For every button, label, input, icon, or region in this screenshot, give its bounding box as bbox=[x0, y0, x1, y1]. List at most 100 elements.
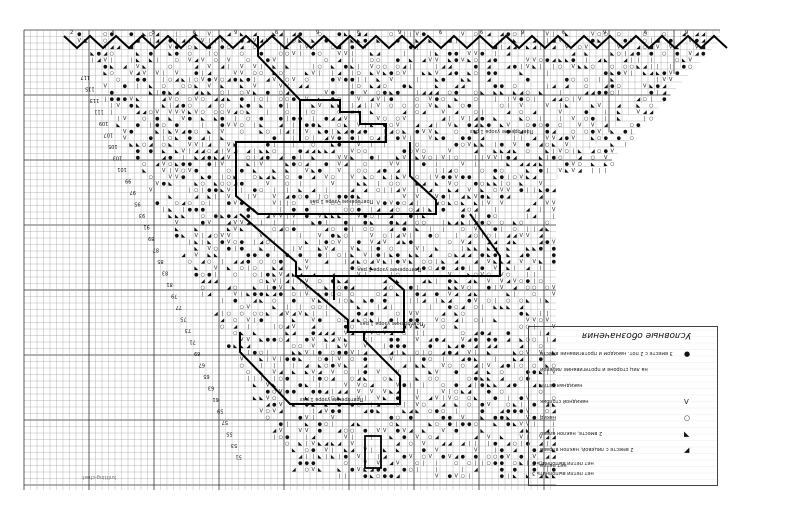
stitch-symbol: ○ bbox=[649, 103, 653, 109]
stitch-symbol: ○ bbox=[331, 45, 335, 51]
stitch-symbol: V bbox=[188, 58, 192, 64]
stitch-symbol: | bbox=[208, 38, 210, 44]
stitch-symbol: ◢ bbox=[220, 64, 224, 70]
stitch-symbol: ◢ bbox=[441, 441, 445, 447]
stitch-symbol: ● bbox=[305, 123, 310, 129]
stitch-symbol: V bbox=[266, 383, 270, 389]
repeat-count: 3 bbox=[111, 30, 114, 36]
stitch-symbol: ◣ bbox=[584, 51, 588, 57]
stitch-symbol: | bbox=[221, 298, 223, 304]
row-number: 93 bbox=[139, 212, 145, 218]
repeat-count: 6 bbox=[562, 30, 565, 36]
stitch-symbol: | bbox=[273, 363, 275, 369]
stitch-symbol: V bbox=[539, 181, 543, 187]
stitch-symbol: ◢ bbox=[701, 45, 705, 51]
stitch-symbol: ◣ bbox=[344, 32, 348, 38]
stitch-symbol: ◣ bbox=[272, 175, 276, 181]
stitch-symbol: | bbox=[527, 214, 529, 220]
stitch-symbol: V bbox=[279, 389, 283, 395]
stitch-symbol: V bbox=[448, 454, 452, 460]
stitch-symbol: ● bbox=[389, 71, 394, 77]
stitch-symbol: ○ bbox=[630, 136, 634, 142]
stitch-symbol: ○ bbox=[103, 32, 107, 38]
stitch-symbol: ○ bbox=[305, 77, 309, 83]
stitch-symbol: V bbox=[442, 428, 446, 434]
stitch-symbol: ◢ bbox=[292, 32, 296, 38]
stitch-symbol: ● bbox=[266, 253, 271, 259]
stitch-symbol: ◣ bbox=[298, 188, 302, 194]
stitch-symbol: ◢ bbox=[292, 331, 296, 337]
stitch-symbol: ◣ bbox=[350, 64, 354, 70]
stitch-symbol: ● bbox=[350, 129, 355, 135]
stitch-symbol: ◢ bbox=[305, 149, 309, 155]
stitch-symbol: ◢ bbox=[539, 448, 543, 454]
stitch-symbol: V bbox=[552, 136, 556, 142]
stitch-symbol: ● bbox=[363, 220, 368, 226]
stitch-symbol: ○ bbox=[617, 84, 621, 90]
stitch-symbol: ○ bbox=[545, 409, 549, 415]
stitch-symbol: ◣ bbox=[363, 376, 367, 382]
stitch-symbol: | bbox=[273, 142, 275, 148]
stitch-symbol: ◣ bbox=[461, 77, 465, 83]
stitch-symbol: ◢ bbox=[331, 337, 335, 343]
stitch-symbol: ◢ bbox=[519, 305, 523, 311]
stitch-symbol: ○ bbox=[240, 305, 244, 311]
stitch-symbol: ◣ bbox=[357, 305, 361, 311]
stitch-symbol: | bbox=[312, 311, 314, 317]
stitch-symbol: | bbox=[358, 350, 360, 356]
stitch-symbol: ○ bbox=[539, 389, 543, 395]
legend-label: 3 вместе с 2 пот. накидом и протягивание… bbox=[540, 350, 673, 356]
stitch-symbol: ◣ bbox=[402, 240, 406, 246]
stitch-symbol: ◢ bbox=[701, 32, 705, 38]
stitch-symbol: V bbox=[351, 175, 355, 181]
stitch-symbol: | bbox=[325, 454, 327, 460]
stitch-symbol: ○ bbox=[467, 402, 471, 408]
stitch-symbol: ○ bbox=[467, 461, 471, 467]
repeat-note: Повторение узора 1 раз bbox=[470, 128, 534, 134]
stitch-symbol: V bbox=[572, 136, 576, 142]
stitch-symbol: ◢ bbox=[552, 58, 556, 64]
stitch-symbol: ● bbox=[675, 71, 680, 77]
stitch-symbol: ○ bbox=[383, 64, 387, 70]
stitch-symbol: V bbox=[175, 129, 179, 135]
stitch-symbol: V bbox=[565, 45, 569, 51]
stitch-symbol: V bbox=[221, 38, 225, 44]
stitch-symbol: ◢ bbox=[175, 90, 179, 96]
stitch-symbol: V bbox=[474, 51, 478, 57]
stitch-symbol: | bbox=[384, 97, 386, 103]
stitch-symbol: ● bbox=[168, 38, 173, 44]
stitch-symbol: ● bbox=[181, 162, 186, 168]
stitch-symbol: ◣ bbox=[610, 129, 614, 135]
stitch-symbol: ● bbox=[331, 363, 336, 369]
stitch-symbol: V bbox=[409, 324, 413, 330]
stitch-symbol: ● bbox=[253, 292, 258, 298]
stitch-symbol: | bbox=[540, 45, 542, 51]
stitch-symbol: ◣ bbox=[435, 246, 439, 252]
stitch-symbol: ● bbox=[701, 51, 706, 57]
stitch-symbol: V bbox=[487, 259, 491, 265]
stitch-symbol: ○ bbox=[461, 474, 465, 480]
stitch-symbol: ◢ bbox=[285, 194, 289, 200]
stitch-symbol: ◢ bbox=[506, 51, 510, 57]
stitch-symbol: V bbox=[260, 409, 264, 415]
stitch-symbol: ◢ bbox=[344, 129, 348, 135]
stitch-symbol: ◢ bbox=[246, 149, 250, 155]
stitch-symbol: ● bbox=[318, 422, 323, 428]
stitch-symbol: ● bbox=[292, 194, 297, 200]
repeat-count: 9 bbox=[521, 30, 524, 36]
stitch-symbol: ● bbox=[292, 116, 297, 122]
row-number: 91 bbox=[143, 224, 149, 230]
stitch-symbol: | bbox=[546, 467, 548, 473]
stitch-symbol: ○ bbox=[610, 162, 614, 168]
stitch-symbol: ○ bbox=[597, 32, 601, 38]
stitch-symbol: | bbox=[202, 188, 204, 194]
stitch-symbol: V bbox=[292, 214, 296, 220]
stitch-symbol: | bbox=[260, 64, 262, 70]
stitch-symbol: ● bbox=[311, 448, 316, 454]
stitch-symbol: V bbox=[351, 246, 355, 252]
stitch-symbol: ◢ bbox=[474, 259, 478, 265]
stitch-symbol: | bbox=[325, 188, 327, 194]
stitch-symbol: ◣ bbox=[428, 279, 432, 285]
stitch-symbol: V bbox=[526, 318, 530, 324]
stitch-symbol: ○ bbox=[571, 77, 575, 83]
